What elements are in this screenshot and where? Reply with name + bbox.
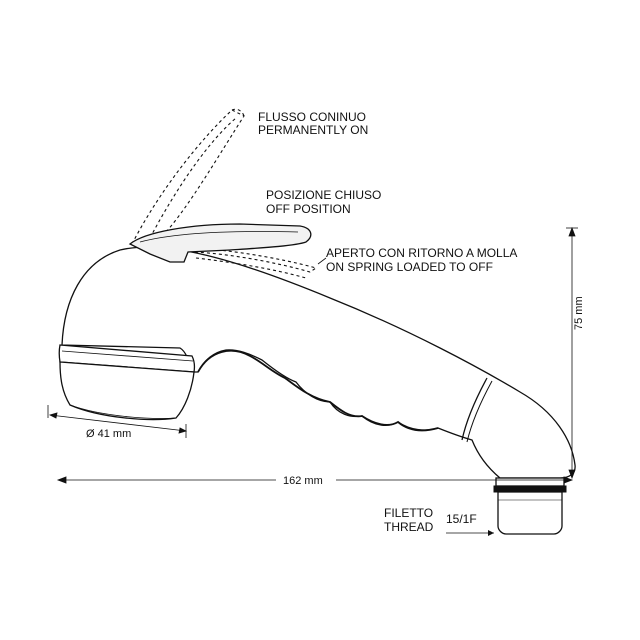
- thread-arrowhead: [488, 530, 494, 536]
- label-continuous-flow: FLUSSO CONINUO PERMANENTLY ON: [258, 110, 368, 137]
- dimension-diameter-text: Ø 41 mm: [86, 428, 131, 440]
- label-thread-it: FILETTO: [384, 506, 433, 520]
- lever-closed-position: [128, 223, 312, 263]
- grip-collar-line-inner: [466, 380, 493, 443]
- label-thread-size: 15/1F: [446, 512, 477, 526]
- lever-continuous-position: [131, 108, 245, 245]
- spray-head: [58, 344, 196, 421]
- label-closed-en: OFF POSITION: [266, 202, 351, 216]
- grip-collar-line: [461, 377, 488, 441]
- label-spring-it: APERTO CON RITORNO A MOLLA: [326, 246, 517, 260]
- label-closed-it: POSIZIONE CHIUSO: [266, 188, 381, 202]
- lever-spring-position: [194, 247, 318, 279]
- label-continuous-en: PERMANENTLY ON: [258, 123, 368, 137]
- label-leaders: [317, 257, 327, 265]
- dimension-length: 162 mm: [56, 475, 574, 487]
- label-spring-loaded: APERTO CON RITORNO A MOLLA ON SPRING LOA…: [326, 246, 517, 274]
- dimension-length-text: 162 mm: [283, 475, 323, 487]
- hose-connector: [493, 477, 567, 535]
- label-off-position: POSIZIONE CHIUSO OFF POSITION: [266, 188, 381, 216]
- dimension-height: 75 mm: [566, 226, 585, 480]
- label-thread-en: THREAD: [384, 520, 434, 534]
- dimension-height-text: 75 mm: [573, 296, 585, 330]
- label-spring-en: ON SPRING LOADED TO OFF: [326, 260, 493, 274]
- label-continuous-it: FLUSSO CONINUO: [258, 110, 366, 124]
- label-thread: FILETTO THREAD 15/1F: [384, 506, 494, 536]
- grip-scallops: [197, 349, 439, 432]
- dimension-diameter: Ø 41 mm: [47, 405, 188, 440]
- handset-body: [61, 246, 576, 479]
